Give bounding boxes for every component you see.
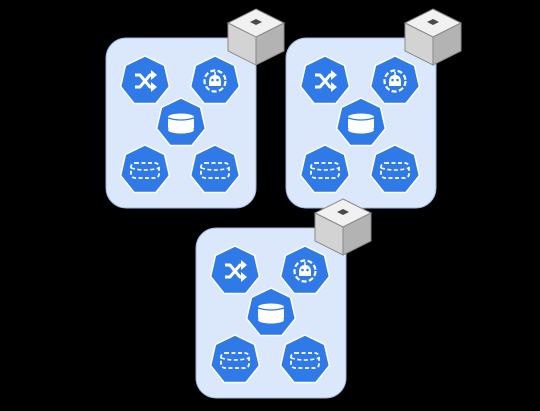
robot-icon: [279, 245, 331, 295]
dashed-disk-icon: [279, 334, 331, 384]
cluster-1: [105, 8, 286, 209]
robot-icon: [189, 55, 241, 105]
dashed-disk-icon: [209, 334, 261, 384]
disk-icon: [155, 97, 207, 147]
shuffle-icon: [119, 55, 171, 105]
dashed-disk-icon: [299, 144, 351, 194]
disk-icon: [335, 97, 387, 147]
shuffle-icon: [299, 55, 351, 105]
server-cube-icon: [226, 8, 286, 66]
robot-icon: [369, 55, 421, 105]
server-cube-icon: [313, 198, 373, 256]
dashed-disk-icon: [189, 144, 241, 194]
cluster-3: [195, 198, 373, 399]
disk-icon: [245, 287, 297, 337]
cluster-2: [285, 8, 463, 209]
server-cube-icon: [403, 8, 463, 66]
shuffle-icon: [209, 245, 261, 295]
dashed-disk-icon: [369, 144, 421, 194]
dashed-disk-icon: [119, 144, 171, 194]
